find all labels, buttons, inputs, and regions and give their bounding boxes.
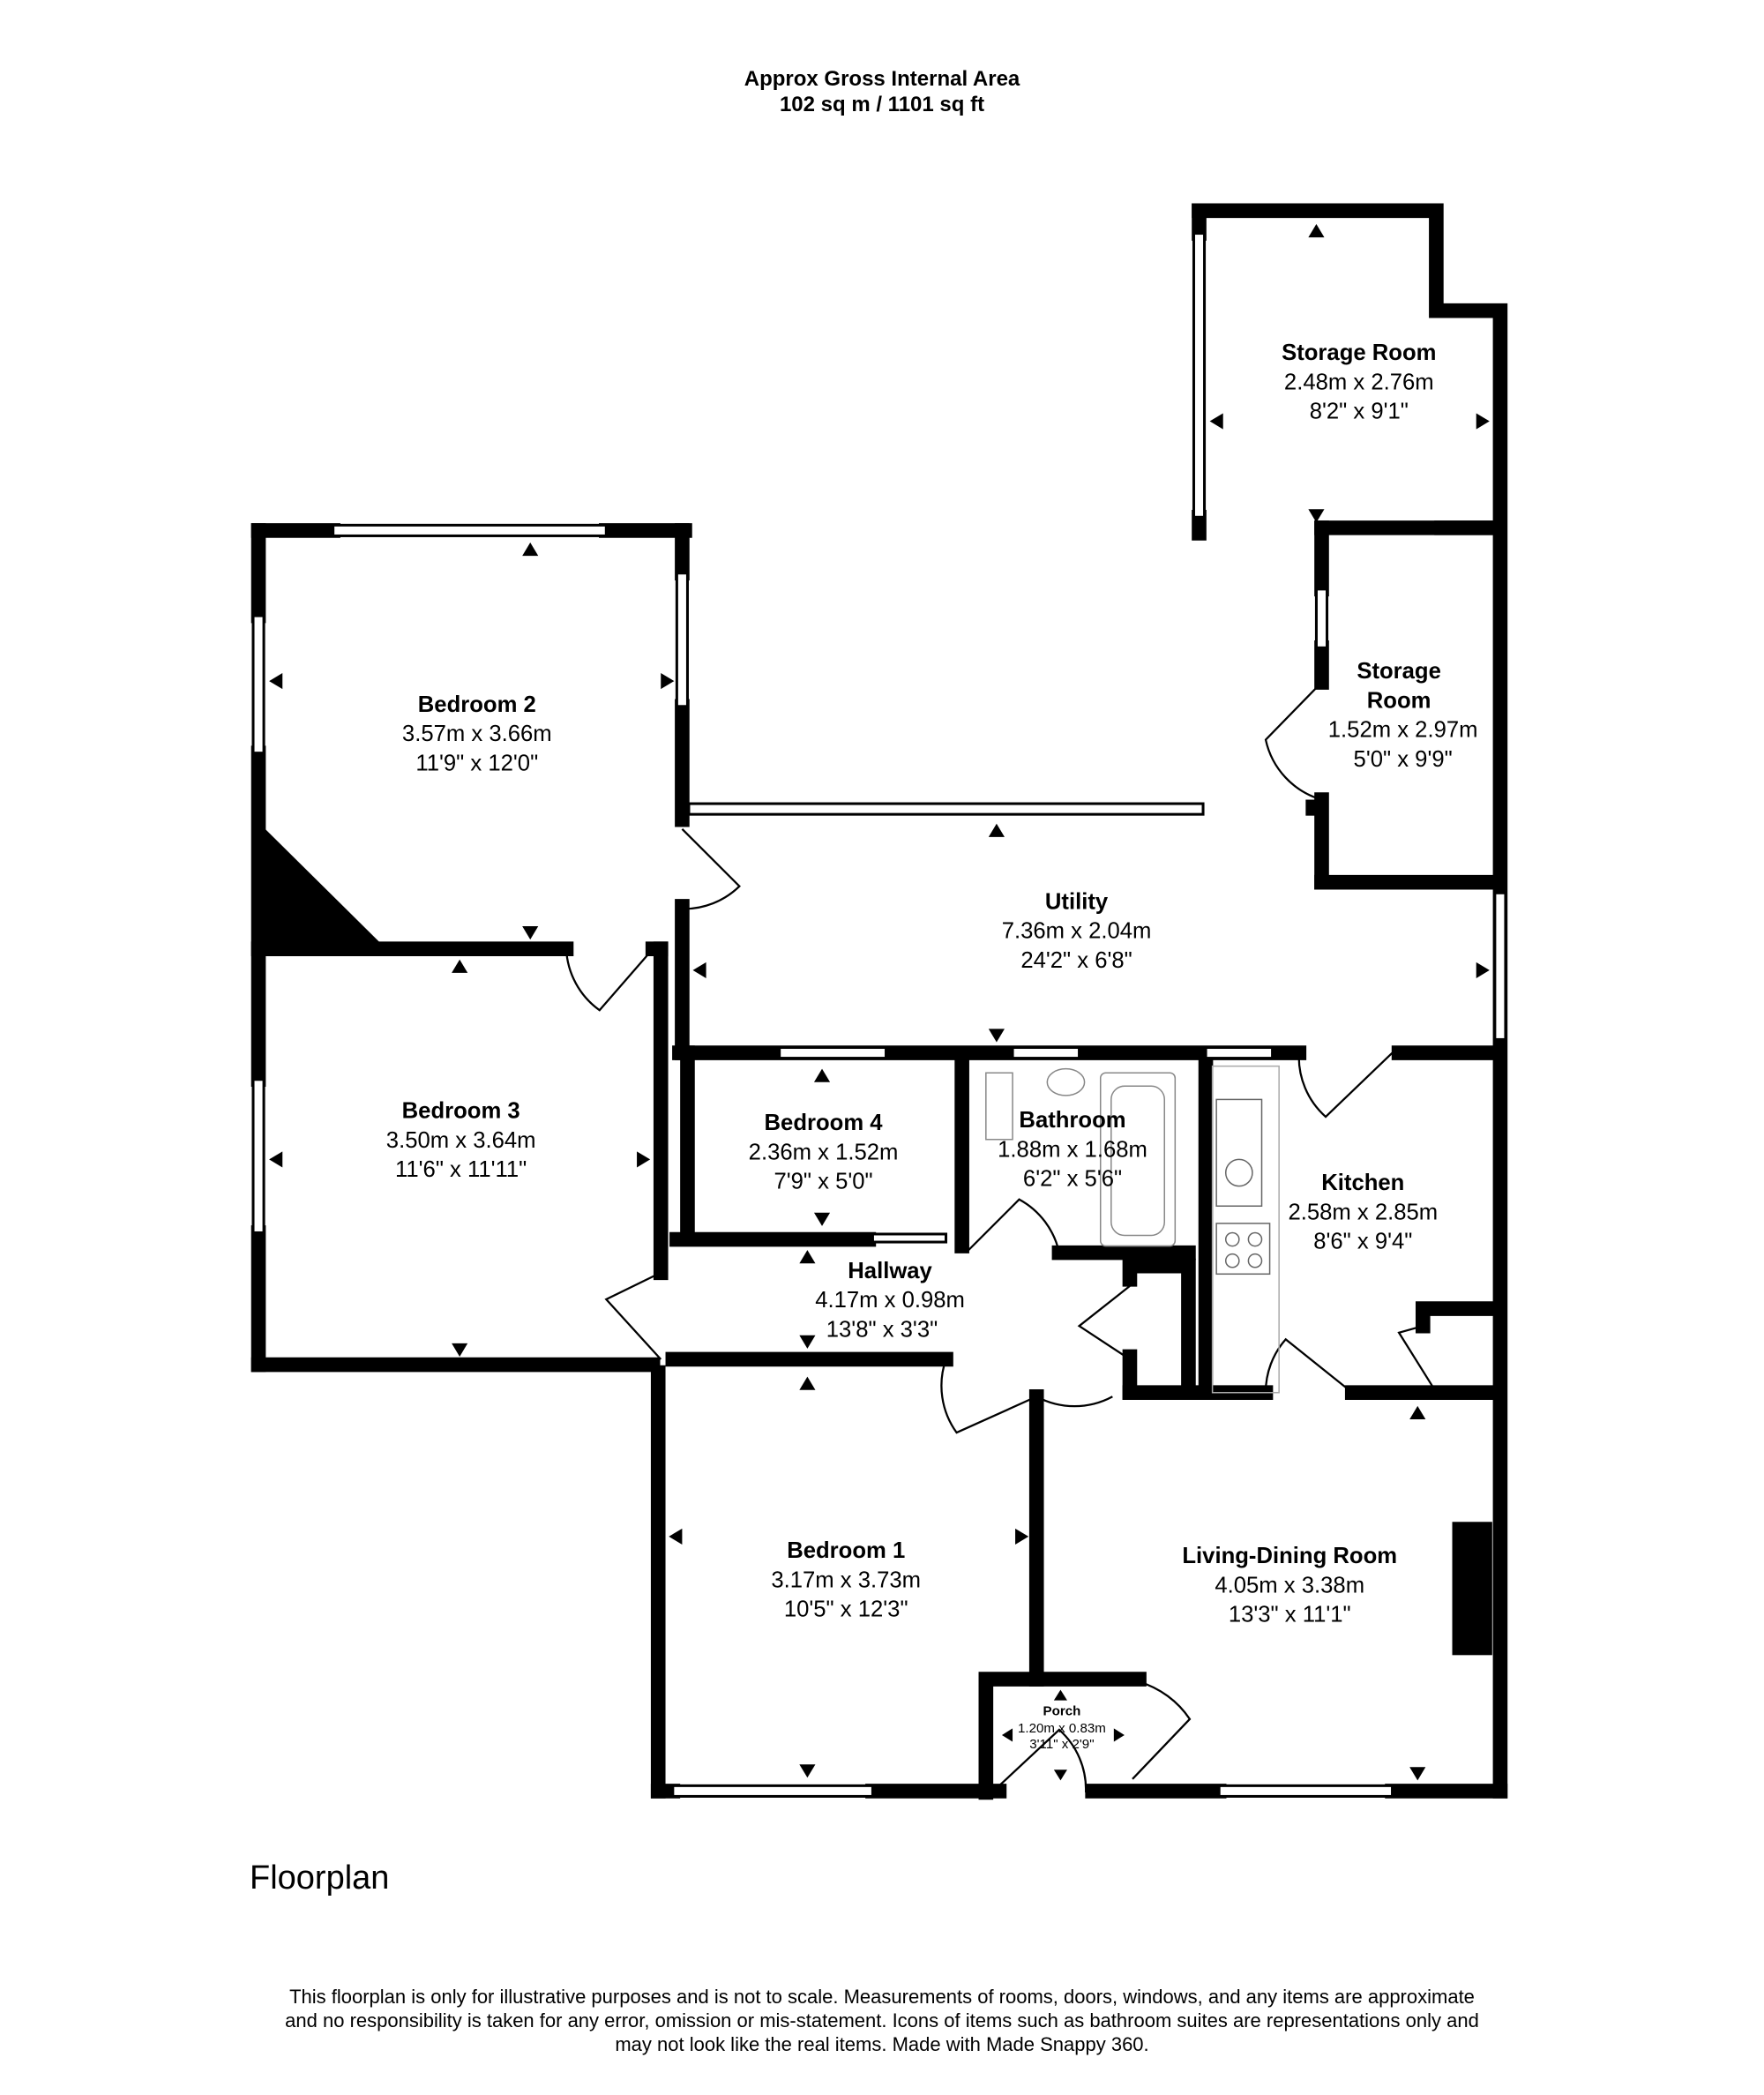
room-metric: 1.52m x 2.97m: [1328, 718, 1478, 743]
disclaimer: This floorplan is only for illustrative …: [176, 1985, 1588, 2056]
room-metric: 2.48m x 2.76m: [1284, 370, 1434, 394]
bathroom-fittings: [985, 1067, 1177, 1247]
windows: [251, 232, 1507, 1798]
dimension-arrows: [269, 223, 1490, 1781]
room-name: Bedroom 2: [418, 692, 536, 717]
room-metric: 7.36m x 2.04m: [1002, 919, 1152, 944]
room-name: Bedroom 1: [787, 1538, 905, 1563]
room-name: Porch: [1043, 1703, 1081, 1718]
room-metric: 2.58m x 2.85m: [1288, 1200, 1438, 1224]
room-bedroom-2: Bedroom 2 3.57m x 3.66m 11'9" x 12'0": [402, 692, 552, 775]
room-metric: 3.50m x 3.64m: [386, 1128, 536, 1153]
room-metric: 1.20m x 0.83m: [1018, 1721, 1106, 1736]
room-imperial: 7'9" x 5'0": [774, 1170, 872, 1194]
chimney-breast: [262, 826, 387, 949]
room-bedroom-1: Bedroom 1 3.17m x 3.73m 10'5" x 12'3": [771, 1538, 921, 1621]
disclaimer-line: may not look like the real items. Made w…: [615, 2033, 1149, 2055]
room-imperial: 6'2" x 5'6": [1023, 1167, 1122, 1192]
room-porch: Porch 1.20m x 0.83m 3'11" x 2'9": [1001, 1689, 1125, 1781]
room-storage-2: Storage Room 1.52m x 2.97m 5'0" x 9'9": [1328, 659, 1478, 772]
room-name: Room: [1367, 688, 1431, 713]
room-imperial: 10'5" x 12'3": [784, 1597, 908, 1622]
room-name: Bedroom 4: [765, 1111, 884, 1135]
features: [262, 799, 1492, 1656]
area-title: Approx Gross Internal Area: [744, 67, 1020, 91]
fireplace: [1452, 1522, 1492, 1656]
room-metric: 3.57m x 3.66m: [402, 722, 552, 746]
room-name: Bedroom 3: [402, 1099, 520, 1124]
disclaimer-line: This floorplan is only for illustrative …: [289, 1986, 1475, 2008]
room-imperial: 24'2" x 6'8": [1020, 948, 1132, 973]
room-metric: 4.05m x 3.38m: [1215, 1573, 1364, 1597]
room-imperial: 13'8" x 3'3": [826, 1317, 938, 1342]
floor-label: Floorplan: [250, 1859, 390, 1897]
room-metric: 2.36m x 1.52m: [749, 1140, 899, 1164]
disclaimer-line: and no responsibility is taken for any e…: [285, 2009, 1479, 2031]
room-bathroom: Bathroom 1.88m x 1.68m 6'2" x 5'6": [998, 1108, 1147, 1191]
room-living-dining: Living-Dining Room 4.05m x 3.38m 13'3" x…: [1182, 1544, 1397, 1627]
room-storage-1: Storage Room 2.48m x 2.76m 8'2" x 9'1": [1282, 340, 1436, 423]
room-name: Utility: [1045, 889, 1109, 914]
room-name: Bathroom: [1019, 1108, 1125, 1133]
room-imperial: 8'6" x 9'4": [1313, 1230, 1412, 1254]
room-bedroom-3: Bedroom 3 3.50m x 3.64m 11'6" x 11'11": [386, 1099, 536, 1182]
room-imperial: 5'0" x 9'9": [1354, 747, 1453, 772]
room-hallway: Hallway 4.17m x 0.98m 13'8" x 3'3": [815, 1259, 965, 1342]
doors: [564, 681, 1433, 1792]
room-metric: 1.88m x 1.68m: [998, 1137, 1147, 1162]
room-imperial: 13'3" x 11'1": [1229, 1603, 1351, 1627]
room-imperial: 3'11" x 2'9": [1029, 1737, 1094, 1752]
room-imperial: 11'9" x 12'0": [415, 751, 538, 775]
room-imperial: 8'2" x 9'1": [1310, 400, 1409, 424]
room-name: Hallway: [848, 1259, 932, 1283]
room-name: Storage Room: [1282, 340, 1436, 365]
room-bedroom-4: Bedroom 4 2.36m x 1.52m 7'9" x 5'0": [749, 1111, 899, 1193]
room-metric: 4.17m x 0.98m: [815, 1288, 965, 1313]
room-utility: Utility 7.36m x 2.04m 24'2" x 6'8": [1002, 889, 1152, 972]
room-name: Storage: [1357, 659, 1441, 684]
room-imperial: 11'6" x 11'11": [395, 1157, 527, 1182]
kitchen-fittings: [1211, 1065, 1280, 1394]
room-name: Kitchen: [1321, 1171, 1404, 1195]
room-metric: 3.17m x 3.73m: [771, 1568, 921, 1592]
room-name: Living-Dining Room: [1182, 1544, 1397, 1568]
room-kitchen: Kitchen 2.58m x 2.85m 8'6" x 9'4": [1288, 1171, 1438, 1253]
area-value: 102 sq m / 1101 sq ft: [779, 93, 985, 116]
